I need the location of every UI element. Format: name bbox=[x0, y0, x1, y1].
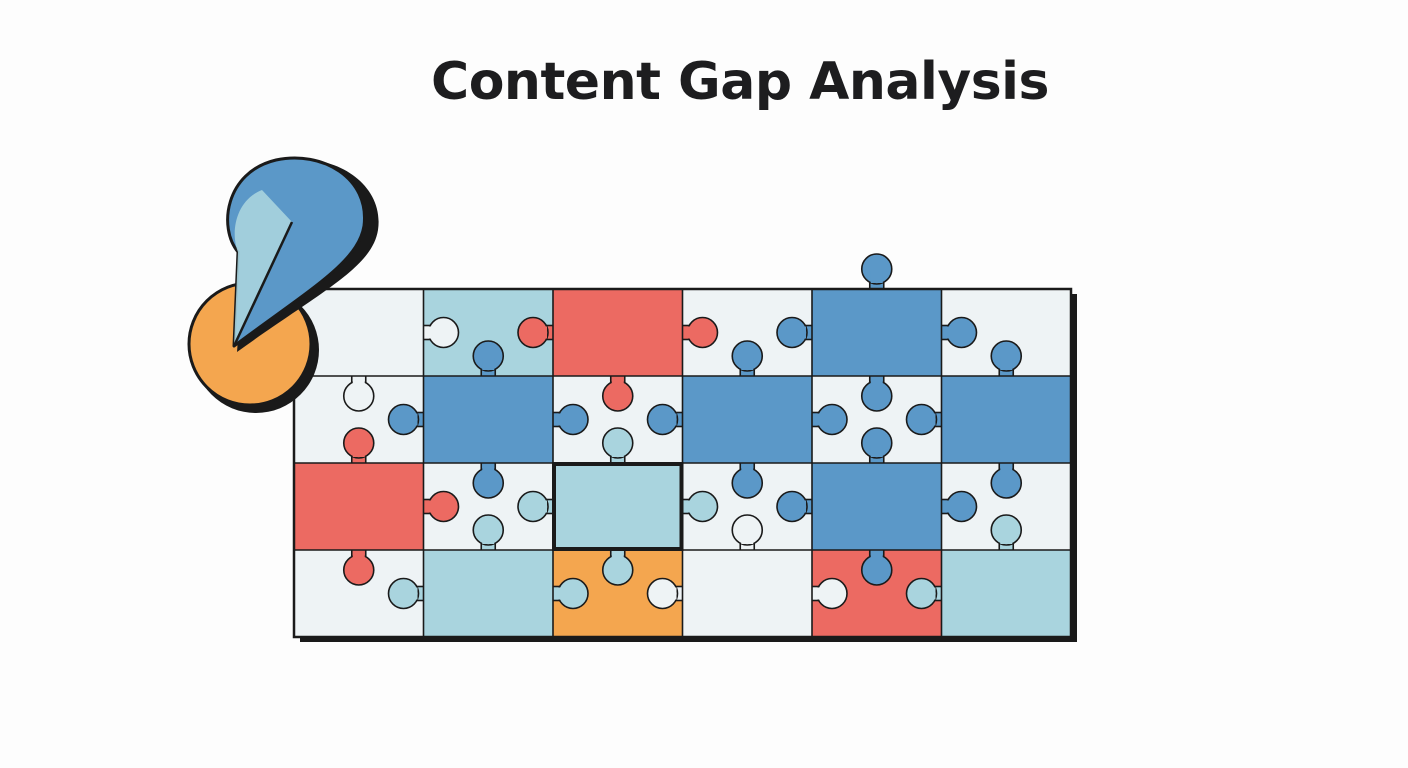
puzzle-knob bbox=[990, 462, 1023, 499]
puzzle-piece bbox=[812, 289, 942, 377]
puzzle-knob bbox=[387, 403, 425, 436]
puzzle-knob bbox=[990, 340, 1023, 377]
puzzle-knob bbox=[472, 340, 505, 377]
board-outline bbox=[292, 287, 1073, 639]
puzzle-knob bbox=[681, 316, 719, 349]
puzzle-piece bbox=[423, 550, 554, 638]
puzzle-knob bbox=[552, 577, 589, 610]
puzzle-knob bbox=[811, 577, 848, 610]
puzzle-knob bbox=[646, 403, 684, 436]
puzzle-knob bbox=[905, 577, 943, 610]
puzzle-piece bbox=[423, 376, 554, 464]
puzzle-knob bbox=[860, 375, 893, 412]
puzzle-piece bbox=[553, 289, 683, 377]
puzzle-piece bbox=[294, 463, 424, 551]
puzzle-knob bbox=[387, 577, 425, 610]
puzzle-board-outline bbox=[292, 287, 1073, 639]
puzzle-knob bbox=[860, 427, 893, 464]
puzzle-knob bbox=[860, 253, 893, 290]
puzzle-knob bbox=[731, 462, 764, 499]
puzzle-piece bbox=[812, 463, 942, 551]
puzzle-knob bbox=[552, 403, 589, 436]
puzzle-knob bbox=[472, 514, 505, 551]
puzzle-knob bbox=[990, 514, 1023, 551]
page-title: Content Gap Analysis bbox=[431, 52, 1049, 112]
puzzle-knob bbox=[776, 490, 813, 523]
puzzle-knob bbox=[731, 340, 764, 377]
puzzle-knob bbox=[601, 427, 634, 464]
puzzle-knob bbox=[342, 427, 375, 464]
puzzle-knob bbox=[940, 490, 978, 523]
orange-circle-icon bbox=[187, 281, 319, 413]
puzzle-knob bbox=[601, 549, 634, 586]
puzzle-piece bbox=[682, 550, 813, 638]
puzzle-knob bbox=[811, 403, 848, 436]
puzzle-knob bbox=[342, 549, 375, 586]
puzzle-knob bbox=[601, 375, 634, 412]
puzzle-knob bbox=[860, 549, 893, 586]
puzzle-knob bbox=[940, 316, 978, 349]
puzzle-knob bbox=[342, 375, 375, 412]
puzzle-knob bbox=[776, 316, 813, 349]
missing-piece-gap bbox=[552, 462, 684, 551]
puzzle-knob bbox=[517, 316, 554, 349]
puzzle-knob bbox=[422, 316, 460, 349]
puzzle-knob bbox=[731, 514, 764, 551]
puzzle-knob bbox=[422, 490, 460, 523]
missing-piece-gap bbox=[552, 462, 684, 551]
puzzle-piece bbox=[941, 550, 1072, 638]
puzzle-knob bbox=[905, 403, 943, 436]
puzzle-knob bbox=[646, 577, 684, 610]
puzzle-piece bbox=[553, 463, 683, 551]
puzzle-piece bbox=[682, 376, 813, 464]
puzzle-knob bbox=[472, 462, 505, 499]
puzzle-piece bbox=[941, 376, 1072, 464]
puzzle-knob bbox=[517, 490, 554, 523]
puzzle-knobs bbox=[342, 253, 1023, 610]
puzzle-knob bbox=[681, 490, 719, 523]
map-pin-icon bbox=[226, 156, 379, 352]
